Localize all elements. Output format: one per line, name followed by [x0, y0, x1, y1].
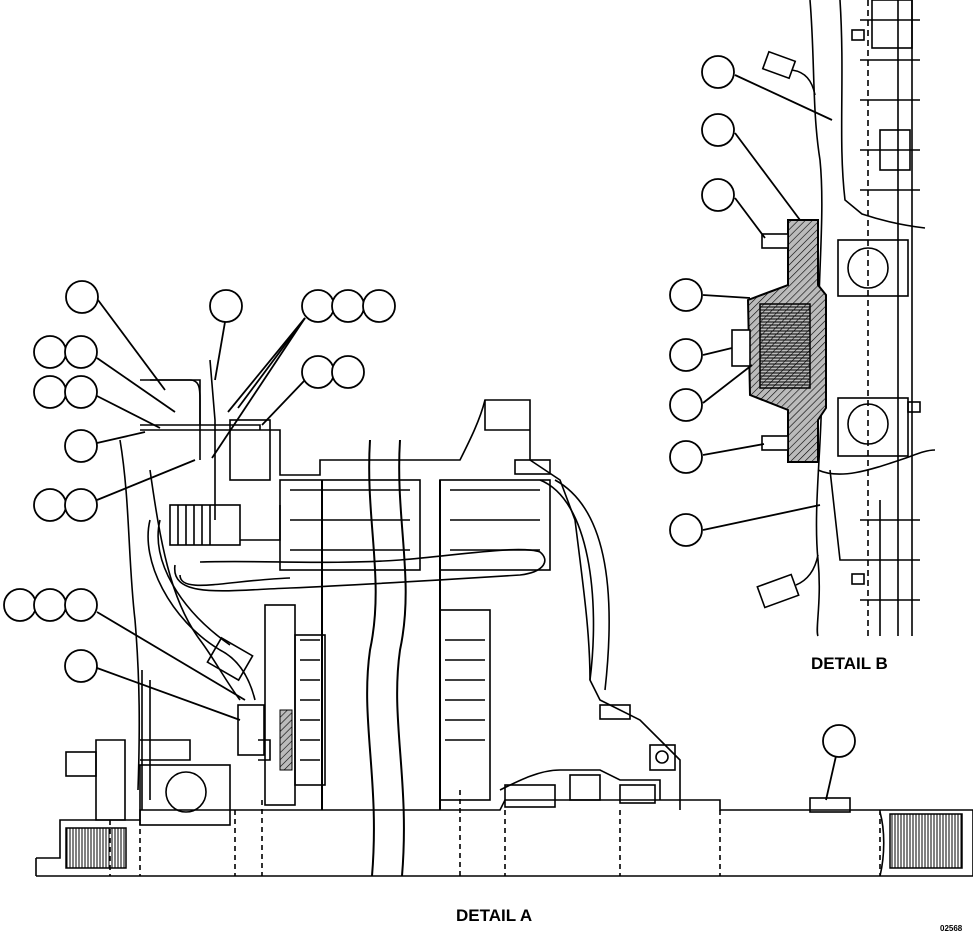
- callout-bubble: [669, 513, 703, 547]
- callout-bubble: [301, 355, 335, 389]
- callout-bubble: [3, 588, 37, 622]
- callout-bubble: [301, 289, 335, 323]
- spline-teeth: [759, 303, 811, 389]
- callout-bubble: [64, 429, 98, 463]
- callout-bubble: [33, 588, 67, 622]
- callout-bubble: [701, 178, 735, 212]
- callout-bubble: [33, 375, 67, 409]
- callout-bubble: [33, 488, 67, 522]
- callout-bubble: [64, 335, 98, 369]
- callout-bubble: [669, 388, 703, 422]
- detail-b-title: DETAIL B: [811, 654, 888, 673]
- callout-bubble: [64, 588, 98, 622]
- callout-bubble: [669, 440, 703, 474]
- callout-bubble: [64, 649, 98, 683]
- callout-bubble: [64, 375, 98, 409]
- callout-bubble: [822, 724, 856, 758]
- detail-a-title: DETAIL A: [456, 906, 533, 925]
- callout-bubble: [33, 335, 67, 369]
- left-splines: [65, 827, 127, 869]
- callout-bubble: [331, 289, 365, 323]
- output-splines: [889, 813, 963, 869]
- lower-bolt-b: [761, 435, 789, 451]
- callout-bubble: [701, 113, 735, 147]
- callout-bubble: [64, 488, 98, 522]
- callout-bubble: [669, 278, 703, 312]
- detail-a-drawing: [35, 359, 973, 877]
- callout-bubble: [331, 355, 365, 389]
- callout-bubble: [209, 289, 243, 323]
- hub-bolt: [731, 329, 751, 367]
- callout-bubble: [669, 338, 703, 372]
- callout-bubble: [701, 55, 735, 89]
- callout-bubble: [65, 280, 99, 314]
- callouts: [3, 55, 856, 801]
- detail-b-drawing: [756, 0, 936, 637]
- seal-hatch: [279, 709, 293, 771]
- figure-id: 02568: [940, 924, 963, 933]
- upper-bolt-b: [761, 233, 789, 249]
- callout-bubble: [362, 289, 396, 323]
